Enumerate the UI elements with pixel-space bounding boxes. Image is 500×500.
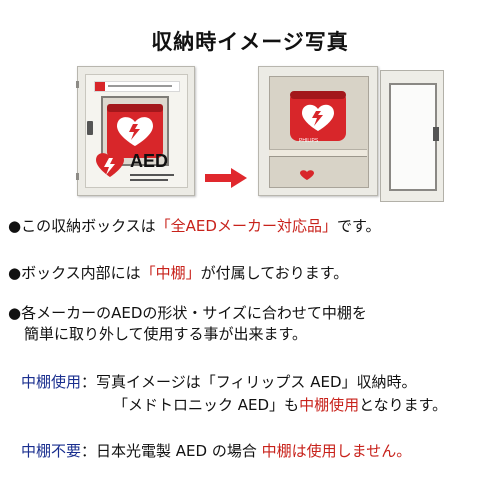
- aed-logo-text: AED: [130, 151, 169, 171]
- side-lock: [87, 121, 93, 135]
- bullet-text: 各メーカーのAEDの形状・サイズに合わせて中棚を: [21, 304, 367, 322]
- note-text: 「メドトロニック AED」も: [113, 396, 300, 414]
- closed-aed-box-image: AED: [76, 66, 195, 196]
- aed-caption-line: [130, 179, 168, 181]
- bullet-dot: ●: [8, 217, 22, 235]
- aed-caption-line: [130, 174, 174, 176]
- bullet-shelf-included: ●ボックス内部には「中棚」が付属しております。: [8, 262, 348, 283]
- note-text: 写真イメージは「フィリップス AED」収納時。: [96, 373, 417, 391]
- bullet-dot: ●: [8, 304, 22, 322]
- warning-label-strip: [94, 81, 180, 92]
- note-shelf-not-needed: 中棚不要：日本光電製 AED の場合 中棚は使用しません。: [21, 440, 411, 461]
- bullet-compatibility: ●この収納ボックスは「全AEDメーカー対応品」です。: [8, 215, 380, 236]
- note-shelf-used: 中棚使用：写真イメージは「フィリップス AED」収納時。: [21, 371, 417, 392]
- bullet-text: この収納ボックスは: [21, 217, 156, 235]
- middle-shelf: [269, 149, 367, 157]
- bullet-highlight: 「中棚」: [140, 264, 201, 282]
- bullet-removable-shelf: ●各メーカーのAEDの形状・サイズに合わせて中棚を: [8, 302, 367, 323]
- small-heart-bolt-icon: [300, 170, 314, 180]
- bullet-highlight: 「全AEDメーカー対応品」: [155, 217, 337, 235]
- bullet-text: です。: [336, 217, 381, 235]
- note-highlight: 中棚は使用しません。: [261, 442, 412, 460]
- aed-pouch: [290, 91, 346, 141]
- bullet-text: ボックス内部には: [21, 264, 141, 282]
- page-title: 収納時イメージ写真: [151, 30, 349, 54]
- hinge: [76, 81, 79, 88]
- hinge: [76, 173, 79, 180]
- bullet-removable-shelf-line2: 簡単に取り外して使用する事が出来ます。: [24, 325, 308, 343]
- arrow-right-icon: [205, 168, 247, 188]
- door-lock: [433, 127, 439, 141]
- open-aed-box-image: PHILIPS: [258, 66, 378, 196]
- heart-bolt-icon: [96, 153, 124, 177]
- note-shelf-used-line2: 「メドトロニック AED」も中棚使用となります。: [113, 394, 447, 415]
- bullet-text: が付属しております。: [200, 264, 349, 282]
- note-label: 中棚不要: [21, 442, 82, 460]
- note-highlight: 中棚使用: [299, 396, 360, 414]
- note-colon: ：: [81, 373, 97, 391]
- door-glass: [389, 83, 437, 191]
- warning-tag: [95, 82, 105, 91]
- warning-text-lines: [108, 85, 172, 87]
- note-text: となります。: [359, 396, 448, 414]
- bullet-dot: ●: [8, 264, 22, 282]
- open-cabinet-door: [380, 70, 444, 202]
- aed-pouch-through-window: [107, 104, 163, 158]
- front-window: [101, 96, 169, 166]
- note-label: 中棚使用: [21, 373, 82, 391]
- note-colon: ：: [81, 442, 97, 460]
- note-text: 日本光電製 AED の場合: [96, 442, 262, 460]
- pouch-brand-label: PHILIPS: [299, 138, 319, 144]
